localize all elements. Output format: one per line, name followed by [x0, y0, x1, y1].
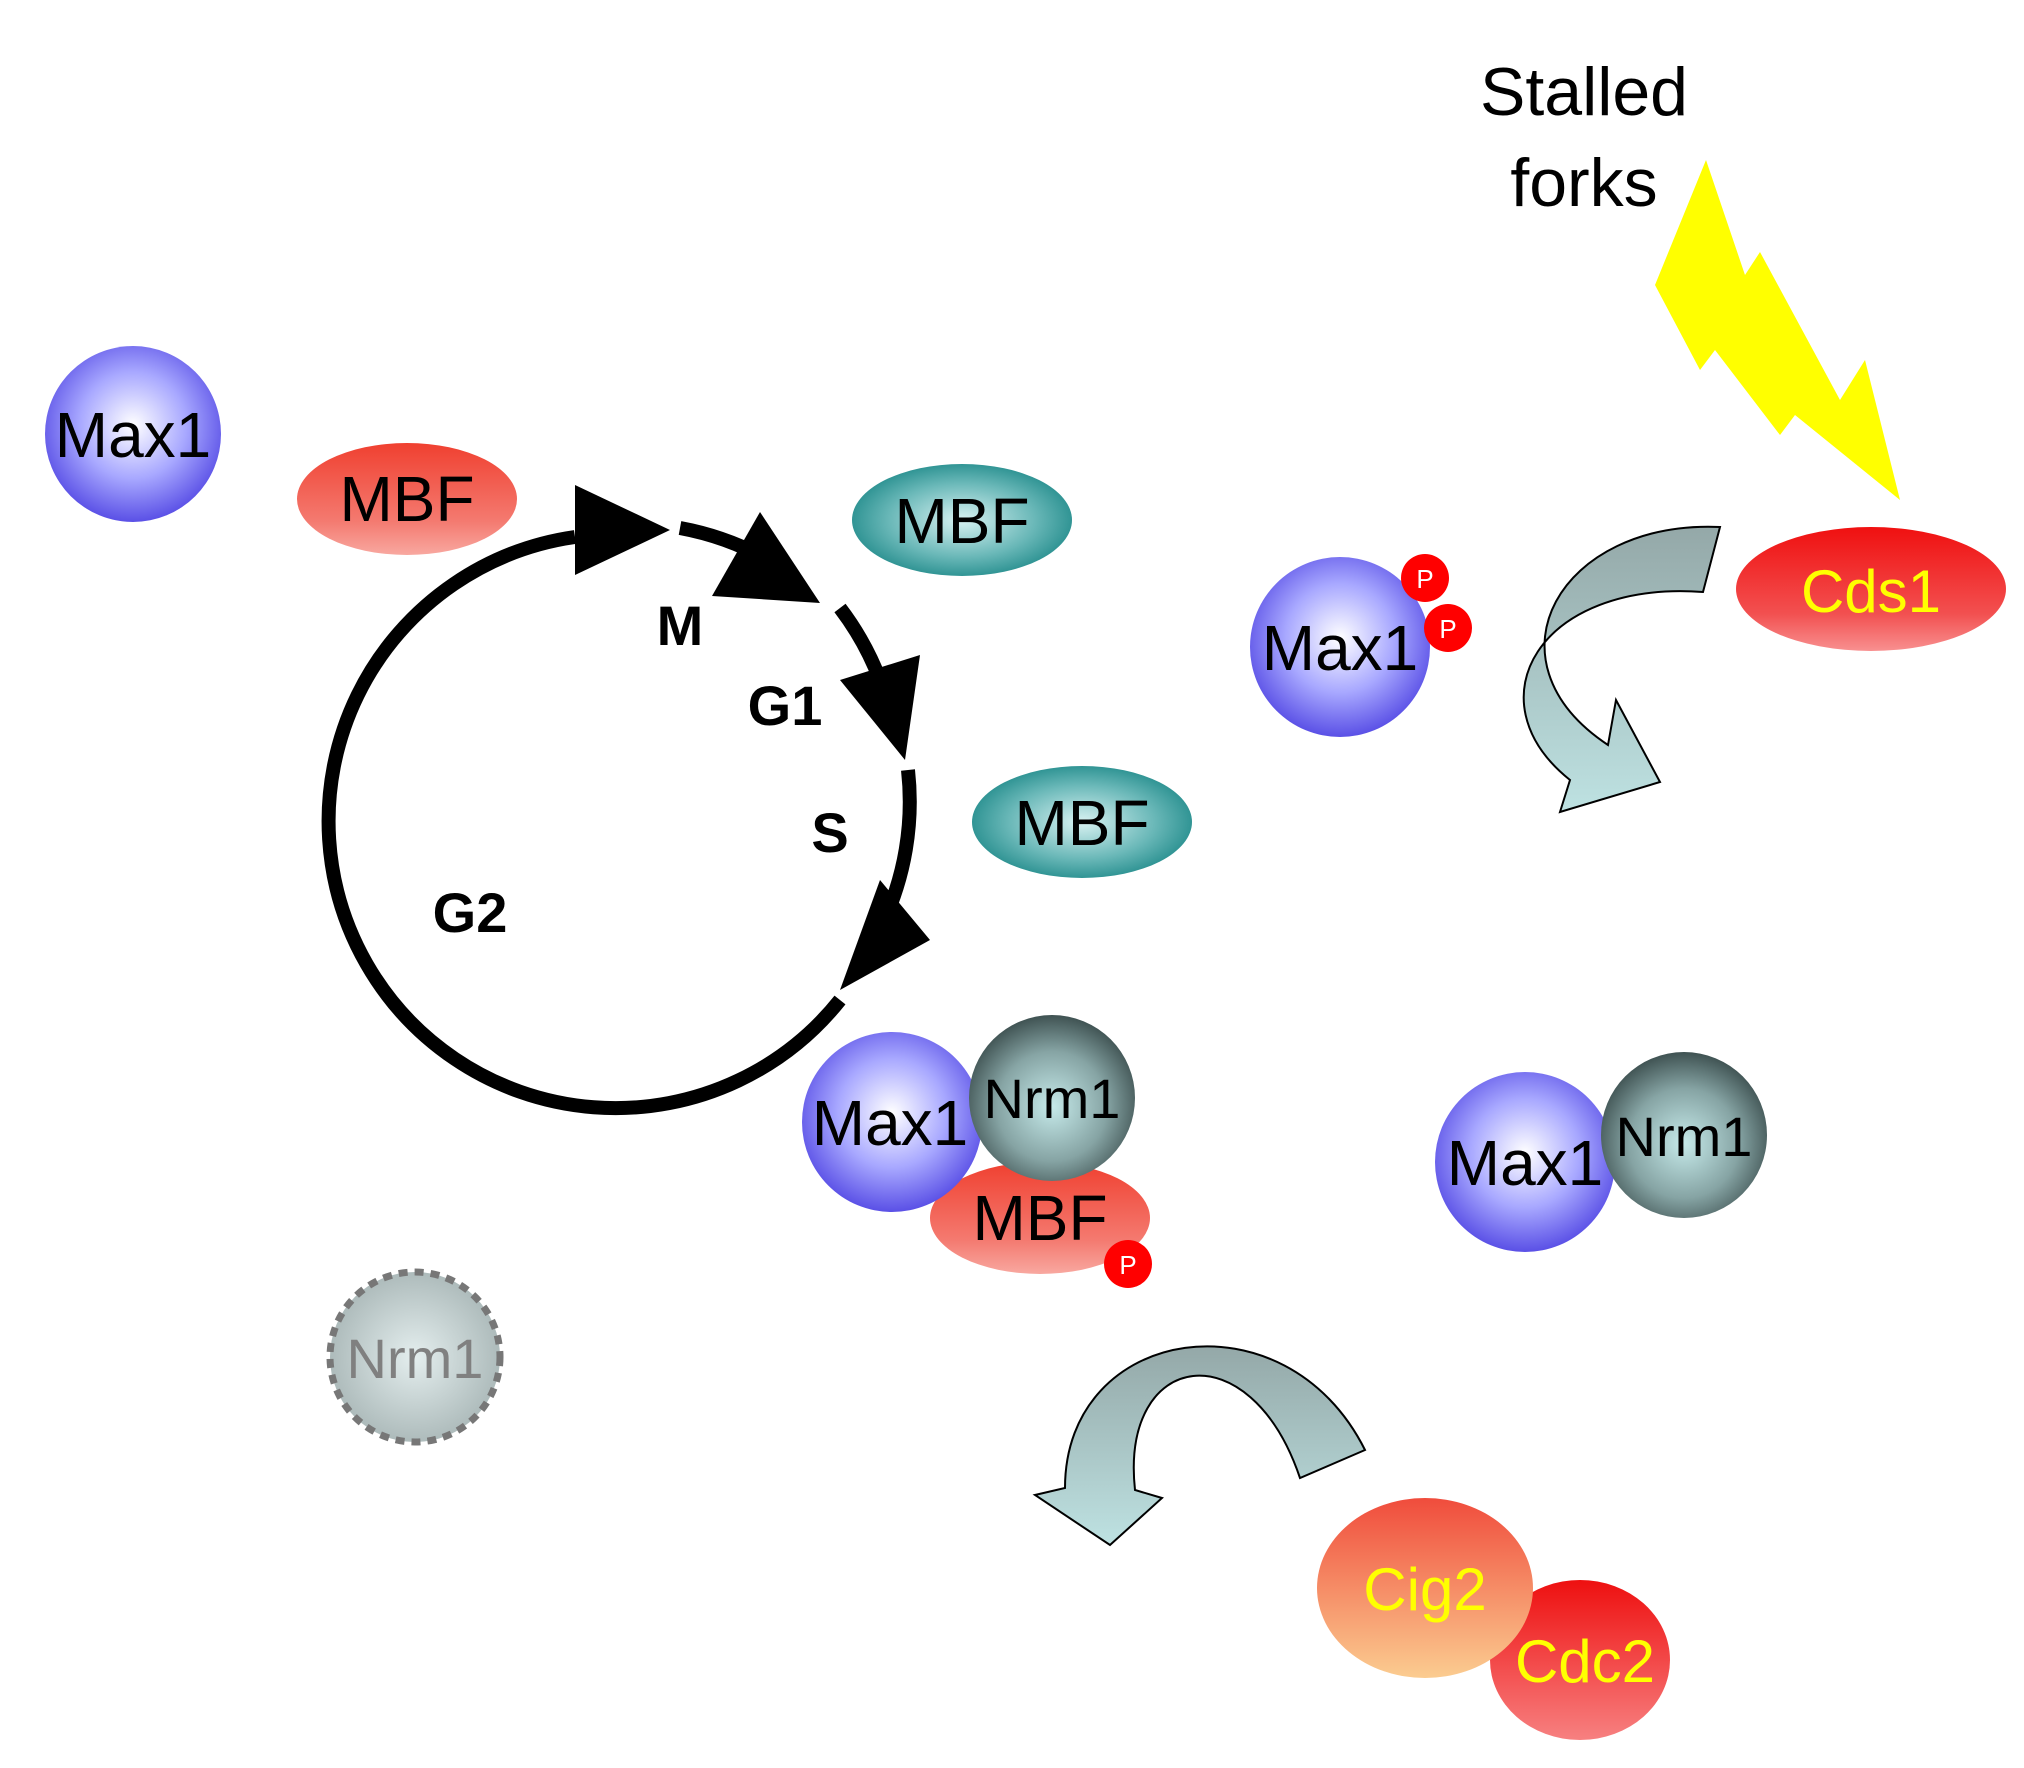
- mbf-ellipse: [852, 464, 1072, 576]
- nrm1-label: Nrm1: [347, 1327, 484, 1390]
- cell-cycle-arc-g2: [321, 530, 846, 1116]
- mbf-ellipse: [930, 1162, 1150, 1274]
- phase-label-m: M: [657, 594, 704, 657]
- curved-arrow-cds1-to-max1-icon: [1522, 525, 1722, 814]
- cds1-ellipse: [1736, 527, 2006, 651]
- nrm1-degraded: Nrm1: [326, 1268, 504, 1446]
- max1-label: Max1: [1262, 612, 1419, 684]
- max1-sphere: [1250, 557, 1430, 737]
- phase-label-g1: G1: [748, 674, 823, 737]
- phase-label-s: S: [811, 801, 848, 864]
- cell-cycle-arc-g1: [834, 603, 887, 683]
- nrm1-sphere: [969, 1015, 1135, 1181]
- nrm1-sphere: [1601, 1052, 1767, 1218]
- max1-label: Max1: [55, 399, 212, 471]
- phospho-badge-label: P: [1439, 614, 1456, 644]
- max1-sphere: [45, 346, 221, 522]
- cell-cycle: M G1 S G2: [321, 485, 930, 1116]
- mbf-inactive-2: MBF: [972, 766, 1192, 878]
- mbf-active-top: MBF: [297, 443, 517, 555]
- mbf-ellipse: [297, 443, 517, 555]
- max1-sphere: [802, 1032, 982, 1212]
- max1-sphere: [1435, 1072, 1615, 1252]
- max1-phosphorylated: Max1 P P: [1250, 554, 1472, 737]
- cds1-label: Cds1: [1801, 558, 1941, 625]
- stalled-forks-label-line1: Stalled: [1480, 54, 1688, 130]
- cig2-ellipse: [1317, 1498, 1533, 1678]
- cycle-arrowhead-4: [840, 880, 930, 990]
- max1-label: Max1: [1447, 1127, 1604, 1199]
- cycle-arrowhead-2: [712, 512, 820, 603]
- nrm1-ghost-sphere: [326, 1268, 504, 1446]
- mbf-label: MBF: [894, 485, 1029, 557]
- phospho-badge: [1104, 1240, 1152, 1288]
- curved-arrow-cdk-to-mbf-icon: [1032, 1345, 1367, 1547]
- cycle-arrowhead-1: [575, 485, 670, 575]
- cds1-kinase: Cds1: [1736, 527, 2006, 651]
- lightning-bolt-icon: [1655, 160, 1900, 500]
- stalled-forks-label-line2: forks: [1510, 145, 1657, 221]
- phospho-badge-label: P: [1119, 1250, 1136, 1280]
- nrm1-label: Nrm1: [1616, 1105, 1753, 1168]
- cdc2-label: Cdc2: [1515, 1628, 1655, 1695]
- mbf-label: MBF: [972, 1182, 1107, 1254]
- stalled-forks: Stalled forks: [1480, 54, 1900, 500]
- phospho-badge-label: P: [1416, 564, 1433, 594]
- mbf-ellipse: [972, 766, 1192, 878]
- cdc2-ellipse: [1490, 1580, 1670, 1740]
- max1-nrm1-mbf-complex: MBF Max1 Nrm1 P: [802, 1015, 1152, 1288]
- cig2-label: Cig2: [1363, 1556, 1486, 1623]
- max1-nrm1-complex: Max1 Nrm1: [1435, 1052, 1767, 1252]
- mbf-inactive-1: MBF: [852, 464, 1072, 576]
- phospho-badge: [1401, 554, 1449, 602]
- cycle-arrowhead-3: [840, 655, 920, 760]
- mbf-label: MBF: [1014, 787, 1149, 859]
- max1-label: Max1: [812, 1087, 969, 1159]
- phospho-badge: [1424, 604, 1472, 652]
- mbf-label: MBF: [339, 463, 474, 535]
- cig2-cdc2-complex: Cdc2 Cig2: [1317, 1498, 1670, 1740]
- nrm1-label: Nrm1: [984, 1067, 1121, 1130]
- max1-free: Max1: [45, 346, 221, 522]
- phase-label-g2: G2: [433, 881, 508, 944]
